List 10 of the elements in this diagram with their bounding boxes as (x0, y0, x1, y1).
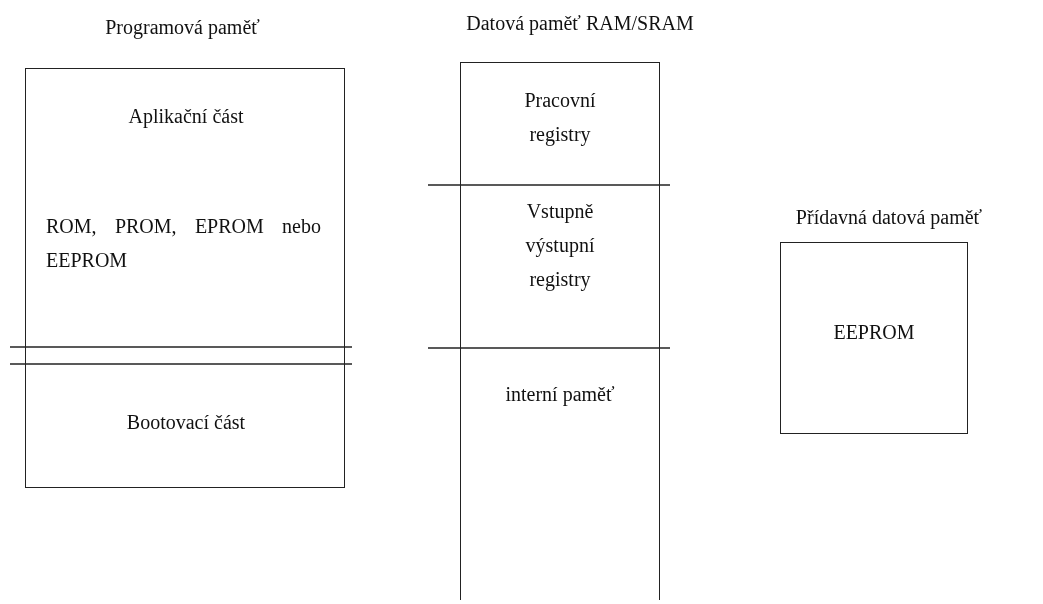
memory-description: ROM, PROM, EPROM nebo EEPROM (46, 214, 321, 273)
memory-heading: Přídavná datová paměť (794, 205, 984, 231)
block-heading: Aplikační část (127, 104, 245, 130)
memory-label: interní paměť (505, 382, 615, 408)
register-label: Vstupně výstupní registry (524, 199, 596, 293)
block-heading: Bootovací část (125, 410, 247, 435)
register-label: Pracovní registry (523, 88, 597, 148)
memory-heading: Datová paměť RAM/SRAM (465, 11, 695, 37)
memory-label: EEPROM (832, 320, 916, 345)
memory-heading: Programová paměť (104, 15, 261, 41)
